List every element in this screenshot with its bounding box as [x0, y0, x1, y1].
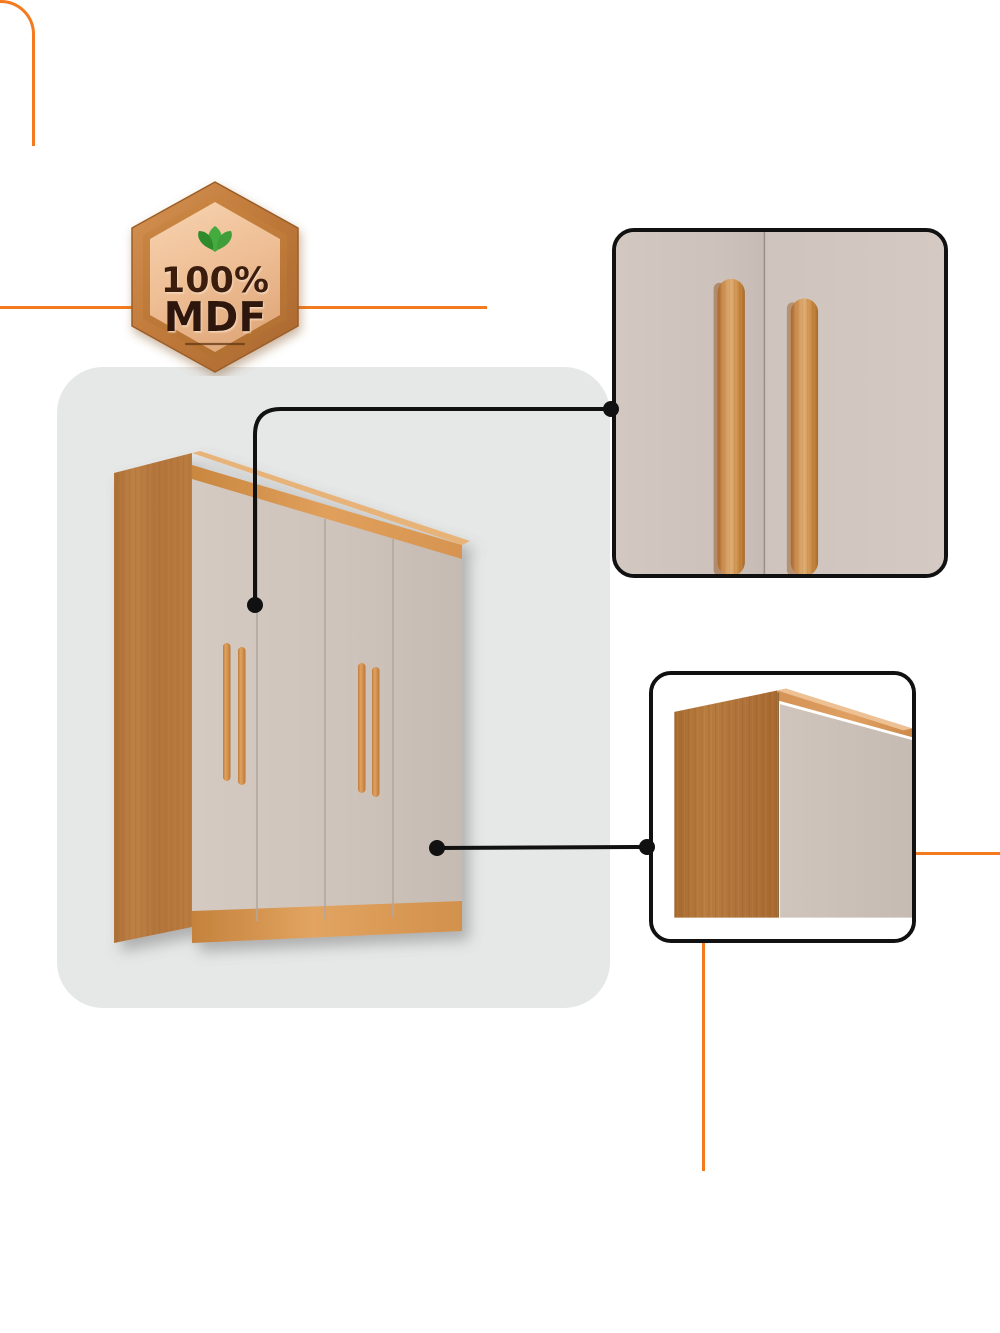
- orange-line-bottom-vertical: [702, 943, 705, 1171]
- badge-percent-label: 100%: [161, 261, 269, 301]
- orange-line-top-left-corner: [0, 0, 35, 146]
- wardrobe-product-image: [110, 445, 480, 965]
- leaf-icon: [198, 226, 232, 252]
- orange-line-right-horizontal: [916, 852, 1000, 855]
- detail-panel-handles: [612, 228, 948, 578]
- badge-material-label: MDF: [164, 293, 267, 341]
- mdf-quality-badge: 100% MDF: [120, 178, 310, 376]
- detail-panel-wood-edge: [649, 671, 916, 943]
